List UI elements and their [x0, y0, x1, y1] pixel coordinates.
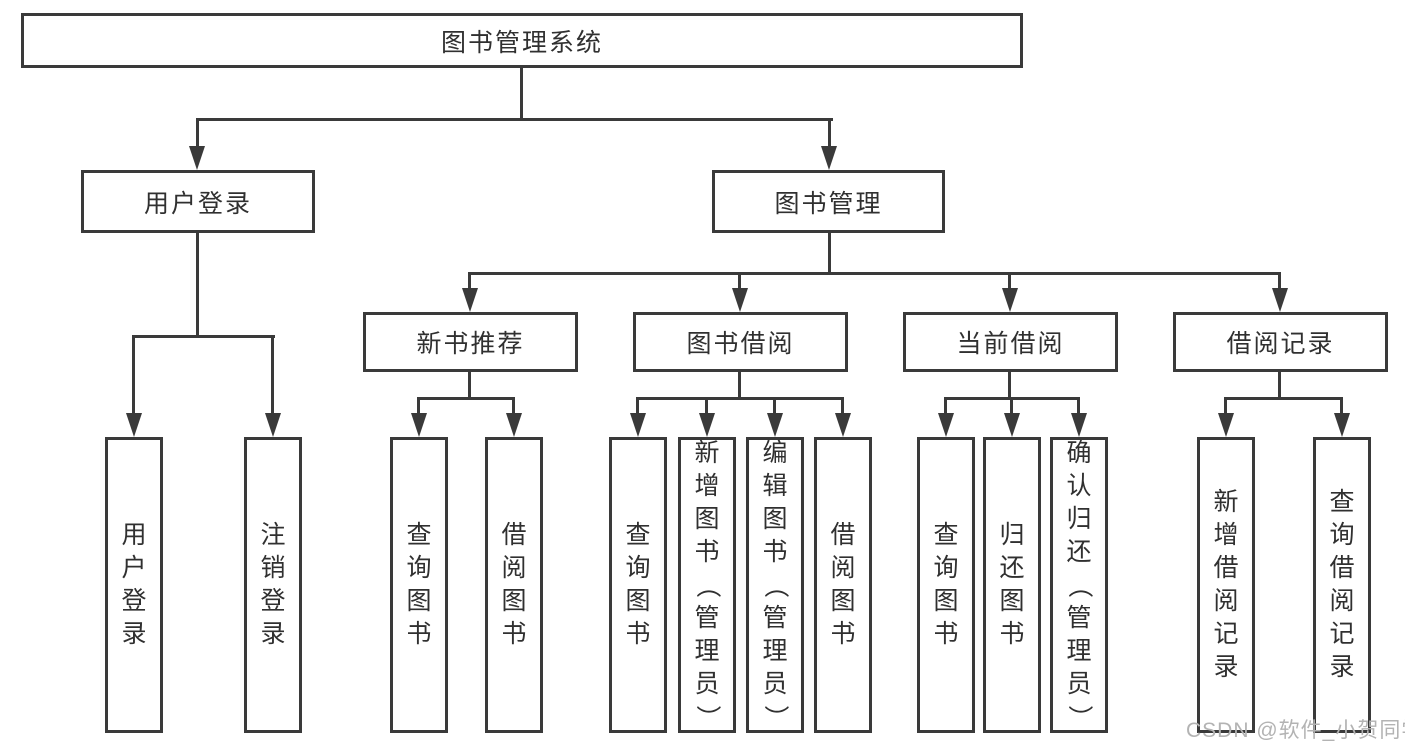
- connector-rec-stem: [468, 372, 471, 397]
- leaf-cur-confirm-return-admin: 确认归还（管理员）: [1050, 437, 1108, 733]
- node-new-book-recommend: 新书推荐: [363, 312, 578, 372]
- leaf-bb-edit-book-admin: 编辑图书（管理员）: [746, 437, 804, 733]
- arrow-down-icon: [411, 413, 427, 437]
- arrow-down-icon: [1002, 288, 1018, 312]
- connector-drop: [773, 397, 776, 415]
- leaf-user-login: 用户登录: [105, 437, 163, 733]
- leaf-bb-edit-book-admin-label: 编辑图书（管理员）: [761, 438, 790, 730]
- arrow-down-icon: [732, 288, 748, 312]
- leaf-logout-label: 注销登录: [260, 521, 286, 648]
- node-root: 图书管理系统: [21, 13, 1023, 68]
- connector-drop: [636, 397, 639, 415]
- node-book-borrow: 图书借阅: [633, 312, 848, 372]
- connector-root-stem: [520, 68, 523, 118]
- arrow-down-icon: [265, 413, 281, 437]
- connector-records-branch: [1224, 397, 1343, 400]
- arrow-down-icon: [821, 146, 837, 170]
- connector-rec-branch: [417, 397, 515, 400]
- leaf-cur-query-book: 查询图书: [917, 437, 975, 733]
- connector-current-stem: [1008, 372, 1011, 397]
- arrow-down-icon: [1272, 288, 1288, 312]
- connector-records-stem: [1278, 372, 1281, 397]
- arrow-down-icon: [630, 413, 646, 437]
- leaf-bb-query-book-label: 查询图书: [625, 521, 651, 648]
- leaf-rec-query-book-label: 查询图书: [406, 521, 432, 648]
- leaf-cur-query-book-label: 查询图书: [933, 521, 959, 648]
- csdn-watermark: CSDN @软件_小贺同学: [1186, 719, 1405, 742]
- arrow-down-icon: [699, 413, 715, 437]
- leaf-bb-query-book: 查询图书: [609, 437, 667, 733]
- connector-drop-borrow-record: [1278, 272, 1281, 292]
- connector-book-mgmt-stem: [828, 233, 831, 272]
- leaf-rec-query-book: 查询图书: [390, 437, 448, 733]
- connector-drop-user-login: [196, 118, 199, 150]
- arrow-down-icon: [1334, 413, 1350, 437]
- leaf-bb-borrow-book-label: 借阅图书: [830, 521, 856, 648]
- node-borrow-records: 借阅记录: [1173, 312, 1388, 372]
- leaf-cur-confirm-return-admin-label: 确认归还（管理员）: [1065, 438, 1094, 730]
- connector-drop-leaf-user-login: [132, 335, 135, 415]
- connector-drop: [1340, 397, 1343, 415]
- connector-drop: [512, 397, 515, 415]
- leaf-bb-borrow-book: 借阅图书: [814, 437, 872, 733]
- connector-drop-new-book-rec: [468, 272, 471, 292]
- connector-drop: [1077, 397, 1080, 415]
- leaf-rec-borrow-book-label: 借阅图书: [501, 521, 527, 648]
- leaf-rd-add-record: 新增借阅记录: [1197, 437, 1255, 733]
- leaf-bb-add-book-admin: 新增图书（管理员）: [678, 437, 736, 733]
- node-root-label: 图书管理系统: [440, 28, 603, 57]
- connector-drop: [705, 397, 708, 415]
- connector-book-mgmt-branch: [468, 272, 1281, 275]
- node-borrow-records-label: 借阅记录: [1226, 330, 1335, 358]
- arrow-down-icon: [126, 413, 142, 437]
- connector-root-branch: [196, 118, 833, 121]
- node-user-login-label: 用户登录: [143, 189, 252, 218]
- node-book-management-label: 图书管理: [774, 189, 883, 218]
- connector-drop-book-mgmt: [828, 118, 831, 150]
- connector-drop: [1224, 397, 1227, 415]
- connector-borrow-branch: [636, 397, 844, 400]
- leaf-cur-return-book-label: 归还图书: [999, 521, 1025, 648]
- leaf-rd-add-record-label: 新增借阅记录: [1213, 488, 1239, 681]
- leaf-bb-add-book-admin-label: 新增图书（管理员）: [693, 438, 722, 730]
- arrow-down-icon: [767, 413, 783, 437]
- connector-user-login-stem: [196, 233, 199, 335]
- connector-drop: [417, 397, 420, 415]
- connector-borrow-stem: [738, 372, 741, 397]
- connector-user-login-branch: [134, 335, 275, 338]
- node-current-borrow: 当前借阅: [903, 312, 1118, 372]
- leaf-rd-query-record-label: 查询借阅记录: [1329, 488, 1355, 681]
- node-book-borrow-label: 图书借阅: [686, 330, 795, 358]
- leaf-logout: 注销登录: [244, 437, 302, 733]
- connector-drop-current-borrow: [1008, 272, 1011, 292]
- leaf-cur-return-book: 归还图书: [983, 437, 1041, 733]
- arrow-down-icon: [938, 413, 954, 437]
- arrow-down-icon: [1071, 413, 1087, 437]
- leaf-rd-query-record: 查询借阅记录: [1313, 437, 1371, 733]
- arrow-down-icon: [835, 413, 851, 437]
- leaf-user-login-label: 用户登录: [121, 521, 147, 648]
- node-book-management: 图书管理: [712, 170, 945, 233]
- connector-drop: [1010, 397, 1013, 415]
- arrow-down-icon: [462, 288, 478, 312]
- connector-drop: [841, 397, 844, 415]
- arrow-down-icon: [506, 413, 522, 437]
- connector-drop-leaf-logout: [271, 335, 274, 415]
- connector-drop: [944, 397, 947, 415]
- connector-drop-book-borrow: [738, 272, 741, 292]
- node-user-login: 用户登录: [81, 170, 315, 233]
- arrow-down-icon: [1004, 413, 1020, 437]
- arrow-down-icon: [1218, 413, 1234, 437]
- node-current-borrow-label: 当前借阅: [956, 330, 1065, 358]
- leaf-rec-borrow-book: 借阅图书: [485, 437, 543, 733]
- node-new-book-recommend-label: 新书推荐: [416, 330, 525, 358]
- arrow-down-icon: [189, 146, 205, 170]
